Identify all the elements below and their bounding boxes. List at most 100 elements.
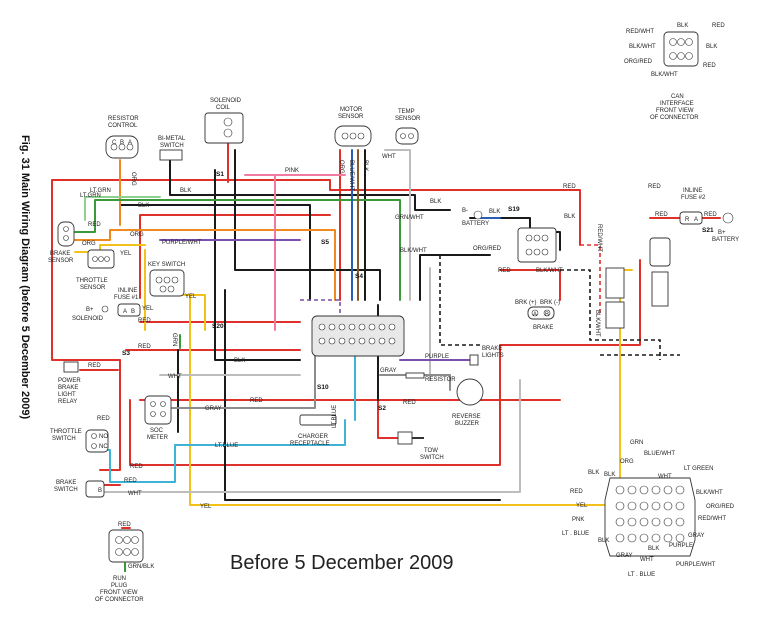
- brake-connector: A B BRK (+) BRK (-) BRAKE: [515, 300, 560, 331]
- temp-sensor-label-line2: SENSOR: [395, 116, 421, 122]
- pin-label-b: B: [120, 140, 124, 146]
- run-plug-wire-grn-blk: GRN/BLK: [128, 564, 154, 570]
- soc-meter-label-line2: METER: [147, 435, 169, 441]
- relay-wire-red: RED: [88, 363, 101, 369]
- wire-lt-blue: LT.BLUE: [215, 443, 238, 449]
- wire-org: ORG: [130, 232, 144, 238]
- connector-pin: [318, 337, 326, 345]
- wire-pink: PINK: [285, 168, 299, 174]
- throttle-switch: NO NC THROTTLE SWITCH RED: [50, 416, 110, 453]
- throttle-sensor-label-line1: THROTTLE: [76, 278, 108, 284]
- fuse2-pin-r: R: [685, 217, 690, 223]
- connector-pin: [358, 323, 366, 331]
- connector-pin: [328, 337, 336, 345]
- can-pin-blk-wht: BLK/WHT: [629, 44, 656, 50]
- can-pin-blk-wht-bottom: BLK/WHT: [651, 72, 678, 78]
- inline-fuse-1-label-line2: FUSE #1: [114, 295, 139, 301]
- pinout-wht-bottom: WHT: [640, 557, 654, 563]
- connector-pin: [651, 501, 661, 511]
- contactor-wire-blk-wht: BLK/WHT: [536, 268, 563, 274]
- contactor-wire-org-red: ORG/RED: [473, 246, 502, 252]
- wire-wht-mid: WHT: [168, 374, 182, 380]
- connector-pin: [348, 337, 356, 345]
- pinout-pins: [615, 485, 685, 543]
- wire-blk-top: BLK: [180, 188, 191, 194]
- connector-pin: [651, 485, 661, 495]
- connector-pin: [675, 501, 685, 511]
- brake-label: BRAKE: [533, 325, 553, 331]
- splice-s19: S19: [508, 206, 520, 213]
- solenoid-b-plus-label-line2: SOLENOID: [72, 316, 104, 322]
- connector-pin: [368, 337, 376, 345]
- splice-s10: S10: [317, 384, 329, 391]
- can-pin-red-wht: RED/WHT: [626, 29, 654, 35]
- wire-blk-motor: BLK: [362, 160, 368, 171]
- connector-pin: [663, 485, 673, 495]
- connector-pin: [663, 533, 673, 543]
- wire-lt-grn-main: LT.GRN: [90, 188, 111, 194]
- splice-s20: S20: [212, 323, 224, 330]
- b-minus-battery: B- BATTERY BLK S19: [462, 206, 520, 227]
- splice-s21: S21: [702, 227, 714, 234]
- wire-gray-right: GRAY: [380, 368, 397, 374]
- wire-wht-top: WHT: [382, 154, 396, 160]
- pinout-blk-4: BLK: [648, 546, 659, 552]
- run-plug-label-line4: OF CONNECTOR: [95, 597, 144, 603]
- charger-wire-lt-blue: LT.BLUE: [332, 405, 338, 428]
- brake-switch-wire-wht: WHT: [128, 491, 142, 497]
- wire-blue-wht-motor: BLUE/WHT: [348, 160, 354, 191]
- b-minus-label: B-: [462, 208, 468, 214]
- connector-pin: [348, 323, 356, 331]
- inline-fuse-1: A B INLINE FUSE #1 YEL RED B+ SOLENOID: [72, 288, 154, 324]
- main-contactor-connector: ORG/RED BLK/WHT RED BLK/WHT BLK RED BLK: [400, 184, 576, 274]
- contactor-wire-red: RED: [498, 268, 511, 274]
- motor-sensor-label-line1: MOTOR: [340, 107, 363, 113]
- relay-label-line4: RELAY: [58, 399, 77, 405]
- connector-pin: [378, 323, 386, 331]
- pinout-red: RED: [570, 489, 583, 495]
- throttle-sensor-wire-yel: YEL: [120, 251, 132, 257]
- pinout-gray-right: GRAY: [688, 533, 705, 539]
- controller-pins: [318, 323, 396, 345]
- brake-switch-pin-b: B: [98, 488, 102, 494]
- contactor-wire-blk-wht-left: BLK/WHT: [400, 248, 427, 254]
- soc-meter: SOC METER: [144, 395, 172, 441]
- pin-label-c: C: [112, 140, 117, 146]
- wire-red-right: RED: [403, 400, 416, 406]
- pinout-pnk: PNK: [572, 517, 584, 523]
- connector-pin: [627, 533, 637, 543]
- brake-sensor-wire-lt-grn: LT.GRN: [80, 193, 101, 199]
- reverse-buzzer-label-line1: REVERSE: [452, 414, 481, 420]
- reverse-buzzer-label-line2: BUZZER: [455, 421, 480, 427]
- brake-sensor-wire-org: ORG: [82, 241, 96, 247]
- temp-sensor: TEMP SENSOR: [395, 109, 421, 145]
- connector-pin: [675, 485, 685, 495]
- relay-label-line1: POWER: [58, 378, 81, 384]
- resistor-control-label-line1: RESISTOR: [108, 116, 139, 122]
- brake-lights-label-line1: BRAKE: [482, 346, 502, 352]
- can-pin-red-top: RED: [712, 23, 725, 29]
- connector-pin: [639, 485, 649, 495]
- connector-pin: [663, 501, 673, 511]
- brake-switch-label-line1: BRAKE: [56, 480, 76, 486]
- connector-pin: [378, 337, 386, 345]
- connector-pin: [663, 517, 673, 527]
- bimetal-switch-label-line2: SWITCH: [160, 143, 184, 149]
- resistor-control: RESISTOR CONTROL C B A: [105, 116, 139, 159]
- pinout-blk-3: BLK: [598, 538, 609, 544]
- can-pin-blk-right: BLK: [706, 44, 717, 50]
- splice-s2: S2: [378, 405, 386, 412]
- tow-switch-label-line2: SWITCH: [420, 455, 444, 461]
- brake-switch-wire-red: RED: [124, 478, 137, 484]
- can-interface-label-line1: CAN: [671, 94, 684, 100]
- wire-grn-vertical: GRN: [171, 333, 177, 346]
- pinout-org-red: ORG/RED: [706, 504, 735, 510]
- connector-pin: [338, 337, 346, 345]
- throttle-switch-pin-nc: NC: [99, 444, 108, 450]
- brake-sensor-label-line2: SENSOR: [48, 258, 74, 264]
- brake-pin-a: A: [533, 312, 537, 318]
- connector-pin: [615, 501, 625, 511]
- key-switch-label: KEY SWITCH: [148, 262, 185, 268]
- pinout-purple-wht: PURPLE/WHT: [676, 562, 716, 568]
- connector-pin: [639, 517, 649, 527]
